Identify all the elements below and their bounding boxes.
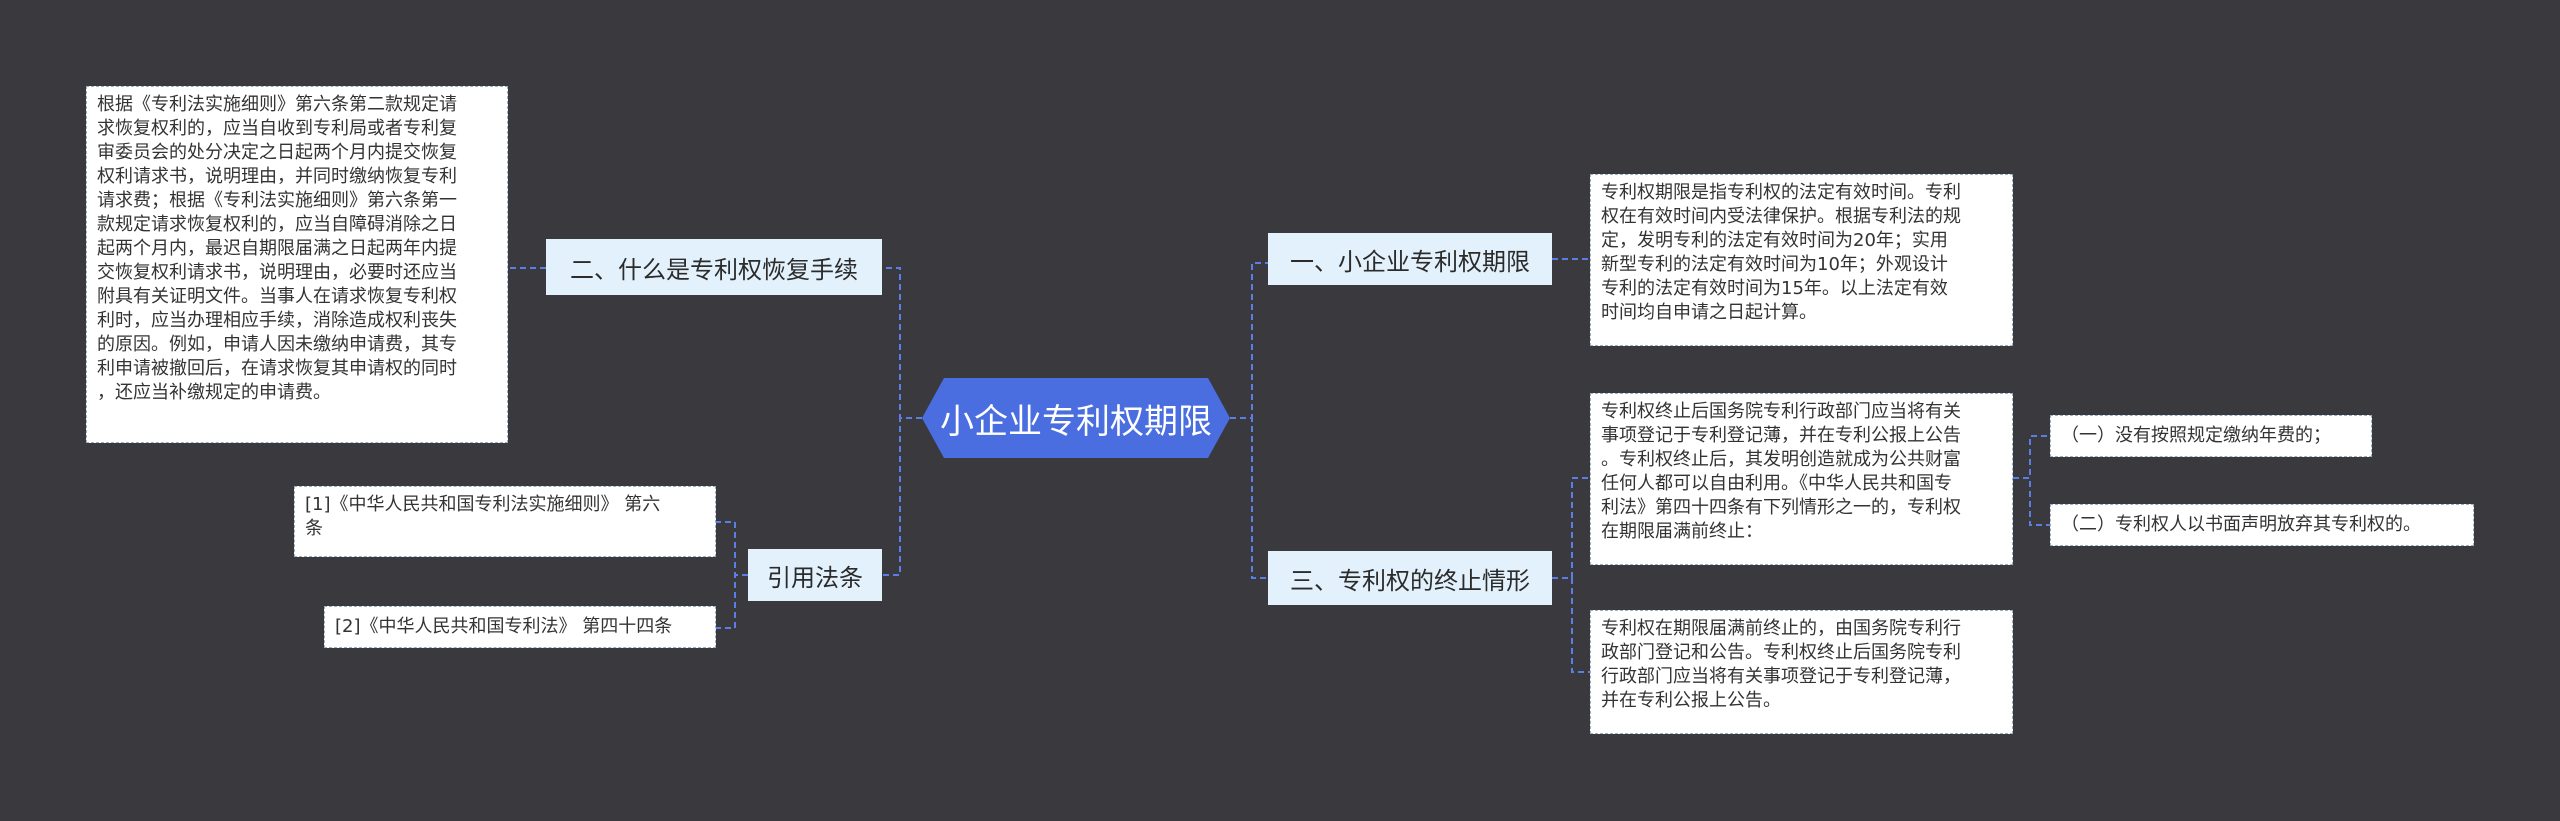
termination-detail-2: 专利权在期限届满前终止的，由国务院专利行 政部门登记和公告。专利权终止后国务院专… [1590, 610, 2013, 734]
link-root-restore [882, 267, 922, 419]
link-end-detail2 [1552, 577, 1590, 673]
link-case-1 [2013, 435, 2050, 479]
root-topic[interactable]: 小企业专利权期限 [922, 378, 1230, 458]
restore-procedure-detail: 根据《专利法实施细则》第六条第二款规定请 求恢复权利的，应当自收到专利局或者专利… [86, 86, 508, 443]
law-reference-1: [1]《中华人民共和国专利法实施细则》 第六 条 [294, 486, 716, 557]
law-reference-2: [2]《中华人民共和国专利法》 第四十四条 [324, 606, 716, 648]
termination-detail-1: 专利权终止后国务院专利行政部门应当将有关 事项登记于专利登记薄，并在专利公报上公… [1590, 393, 2013, 565]
topic-restore-procedure-label: 二、什么是专利权恢复手续 [570, 255, 858, 284]
link-end-detail1 [1552, 477, 1590, 579]
topic-termination-cases-label: 三、专利权的终止情形 [1290, 566, 1530, 595]
link-case-2 [2013, 477, 2050, 526]
patent-term-detail: 专利权期限是指专利权的法定有效时间。专利 权在有效时间内受法律保护。根据专利法的… [1590, 174, 2013, 346]
link-root-end [1230, 417, 1268, 579]
link-root-term [1230, 262, 1268, 419]
root-title: 小企业专利权期限 [940, 401, 1212, 442]
link-refs-2 [716, 574, 748, 629]
topic-restore-procedure[interactable]: 二、什么是专利权恢复手续 [546, 239, 882, 295]
link-refs-1 [716, 521, 748, 576]
topic-cited-laws-label: 引用法条 [767, 563, 863, 592]
topic-termination-cases[interactable]: 三、专利权的终止情形 [1268, 551, 1552, 605]
link-root-refs [882, 417, 922, 576]
topic-patent-term-label: 一、小企业专利权期限 [1290, 247, 1530, 276]
topic-patent-term[interactable]: 一、小企业专利权期限 [1268, 233, 1552, 285]
topic-cited-laws[interactable]: 引用法条 [748, 549, 882, 601]
termination-case-1: （一）没有按照规定缴纳年费的； [2050, 415, 2372, 457]
termination-case-2: （二）专利权人以书面声明放弃其专利权的。 [2050, 504, 2474, 546]
